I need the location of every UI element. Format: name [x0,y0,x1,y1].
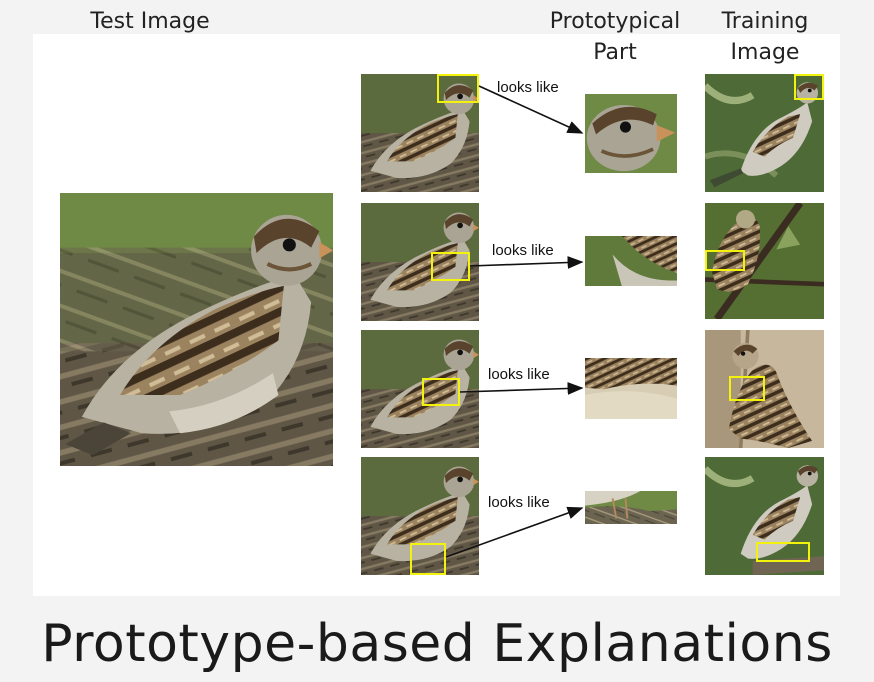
training-image-header-line1: Training [721,9,809,34]
slide-title: Prototype-based Explanations [41,614,833,674]
looks-like-label-1: looks like [497,79,559,96]
training-highlight-wing [705,250,745,271]
training-image-3 [705,330,824,448]
prototype-part-head [585,94,677,173]
test-image [60,193,333,466]
prototypical-part-header-line1: Prototypical [549,9,681,34]
training-image-header-line2: Image [730,40,800,65]
prototype-part-legs [585,491,677,524]
looks-like-label-2: looks like [492,242,554,259]
highlight-box-belly [422,378,460,406]
highlight-box-head [437,74,479,103]
training-image-2 [705,203,824,319]
training-image-4 [705,457,824,575]
looks-like-label-3: looks like [488,366,550,383]
prototypical-part-header: Prototypical Part [530,6,700,68]
test-thumb-1 [361,74,479,192]
training-highlight-legs [756,542,810,562]
training-image-header: Training Image [705,6,825,68]
test-thumb-3 [361,330,479,448]
prototypical-part-header-line2: Part [593,40,637,65]
highlight-box-wing [431,252,470,281]
training-highlight-belly [729,376,765,401]
looks-like-label-4: looks like [488,494,550,511]
test-image-header: Test Image [90,9,210,34]
test-thumb-2 [361,203,479,321]
prototype-part-wing [585,236,677,286]
prototype-part-belly [585,358,677,419]
training-highlight-head [794,74,824,100]
highlight-box-legs [410,543,446,575]
